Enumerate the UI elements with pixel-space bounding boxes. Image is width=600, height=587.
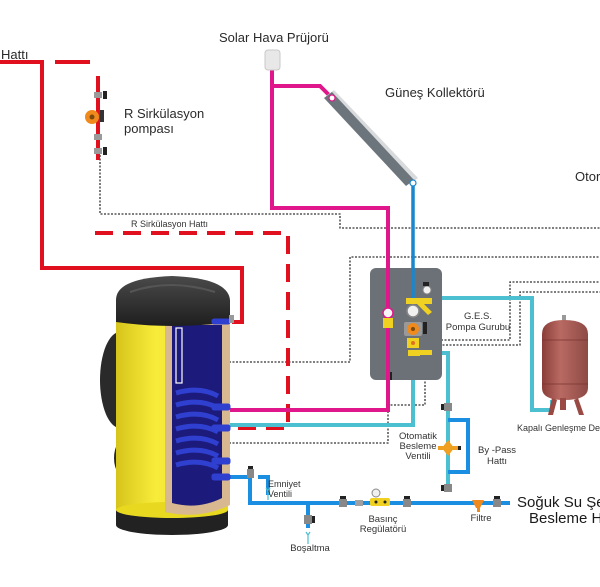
tank-connections bbox=[211, 318, 231, 481]
safety-valve[interactable] bbox=[247, 466, 271, 500]
recirc-pump-label-1: R Sirkülasyon bbox=[124, 106, 205, 121]
controller-label: Otor bbox=[575, 169, 600, 184]
pressure-regulator[interactable] bbox=[370, 488, 390, 506]
pressure-reg-label-2: Regülatörü bbox=[359, 524, 407, 535]
control-wire-tank-top bbox=[215, 256, 600, 363]
ball-valve[interactable] bbox=[339, 496, 347, 507]
cold-supply-label-2: Besleme Ha bbox=[529, 510, 600, 527]
pump-group-label-2: Pompa Gurubu bbox=[445, 322, 511, 333]
control-wire-pump bbox=[99, 148, 600, 229]
recirc-pump-label-2: pompası bbox=[124, 121, 174, 136]
hot-water-line bbox=[0, 60, 244, 324]
safety-valve-label-2: Ventili bbox=[268, 489, 293, 499]
heat-exchanger-coil bbox=[175, 387, 220, 471]
fill-line-valve[interactable] bbox=[441, 484, 452, 492]
fill-upper-valve[interactable] bbox=[441, 403, 452, 411]
check-valve[interactable] bbox=[355, 500, 363, 506]
hot-line-label: Hattı bbox=[1, 47, 29, 62]
bypass-loop bbox=[448, 418, 470, 474]
filter[interactable] bbox=[472, 500, 484, 512]
filter-label: Filtre bbox=[470, 513, 492, 524]
safety-vent bbox=[258, 475, 270, 495]
auto-fill-label-2: Besleme bbox=[399, 441, 437, 452]
pump-group-label-1: G.E.S. bbox=[464, 311, 492, 322]
safety-valve-label-1: Emniyet bbox=[268, 479, 301, 489]
air-vent-label: Solar Hava Prüjorü bbox=[219, 30, 329, 45]
recirc-line bbox=[95, 231, 290, 430]
cold-supply-label-1: Soğuk Su Şeb bbox=[517, 494, 600, 511]
drain-label: Boşaltma bbox=[290, 543, 330, 554]
pressure-reg-label-1: Basınç bbox=[368, 514, 398, 525]
bypass-label-2: Hattı bbox=[486, 456, 508, 467]
auto-fill-label-1: Otomatik bbox=[398, 431, 437, 442]
collector-label: Güneş Kollektörü bbox=[385, 85, 485, 100]
bypass-label-1: By -Pass bbox=[477, 445, 516, 456]
vessel-label: Kapalı Genleşme De bbox=[517, 423, 600, 433]
control-wire-vessel bbox=[425, 291, 600, 346]
drain-valve[interactable] bbox=[304, 515, 315, 544]
recirc-line-label: R Sirkülasyon Hattı bbox=[131, 219, 209, 229]
auto-fill-valve[interactable] bbox=[438, 440, 461, 456]
ball-valve[interactable] bbox=[403, 496, 411, 507]
ball-valve[interactable] bbox=[493, 496, 501, 507]
auto-fill-label-3: Ventili bbox=[405, 451, 431, 462]
